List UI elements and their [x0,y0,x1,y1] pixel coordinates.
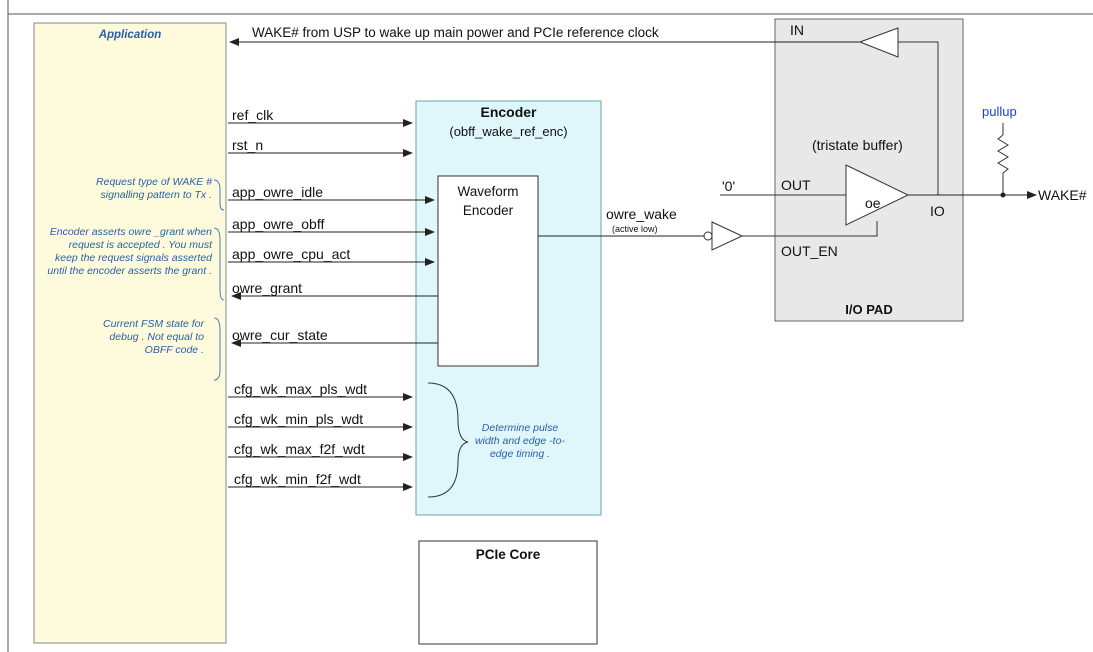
waveform-encoder-box [437,175,539,367]
encoder-subtitle: (obff_wake_ref_enc) [449,124,568,139]
tristate-buffer-icon [845,164,910,226]
top-wake-label: WAKE# from USP to wake up main power and… [252,25,659,40]
cfg-wk-max-pls-wdt-label: cfg_wk_max_pls_wdt [234,381,368,397]
io-out-en-label: OUT_EN [781,243,838,259]
io-label: IO [930,203,945,219]
application-box [33,22,227,644]
grant-note: Encoder asserts owre _grant when request… [47,226,212,277]
app-owre-idle-label: app_owre_idle [232,184,324,200]
cfg-wk-min-f2f-wdt-label: cfg_wk_min_f2f_wdt [234,471,361,487]
request-note: Request type of WAKE # signalling patter… [96,176,212,201]
pullup-label: pullup [982,104,1017,119]
application-title: Application [98,29,162,41]
owre-grant-label: owre_grant [232,280,303,296]
cfg-wk-max-f2f-wdt-label: cfg_wk_max_f2f_wdt [234,441,365,457]
waveform-line2: Encoder [462,203,514,218]
io-out-label: OUT [781,177,811,193]
rst-n-label: rst_n [232,137,264,153]
grant-note-bracket [213,227,225,301]
out-en-line [742,221,878,237]
app-owre-obff-label: app_owre_obff [232,216,325,232]
active-low-label: (active low) [612,224,658,234]
junction-dot [1000,192,1006,198]
encoder-title: Encoder [480,104,537,120]
in-feedback-line [898,41,939,195]
fsm-note: Current FSM state for debug . Not equal … [103,318,204,356]
inverter-bubble-icon [703,231,713,241]
fsm-note-bracket [213,317,221,381]
inverter-icon [711,221,744,251]
io-pad-box [774,18,964,322]
io-pad-title: I/O PAD [845,302,893,317]
pcie-core-title: PCIe Core [475,547,541,562]
request-note-bracket [213,179,225,211]
owre-cur-state-label: owre_cur_state [232,327,328,343]
oe-label: oe [865,195,881,211]
wake-out-label: WAKE# [1038,187,1087,203]
app-owre-cpu-act-label: app_owre_cpu_act [232,246,351,262]
pcie-core-box [418,540,598,645]
zero-input-label: '0' [722,178,736,194]
timing-note: Determine pulse width and edge -to-edge … [475,422,565,460]
io-in-label: IN [790,22,804,38]
cfg-wk-min-pls-wdt-label: cfg_wk_min_pls_wdt [234,411,364,427]
resistor-icon [997,134,1009,174]
waveform-line1: Waveform [457,184,519,199]
ref-clk-label: ref_clk [232,107,274,123]
tristate-label: (tristate buffer) [812,137,903,153]
timing-brace [427,382,469,498]
owre-wake-label: owre_wake [606,206,677,222]
